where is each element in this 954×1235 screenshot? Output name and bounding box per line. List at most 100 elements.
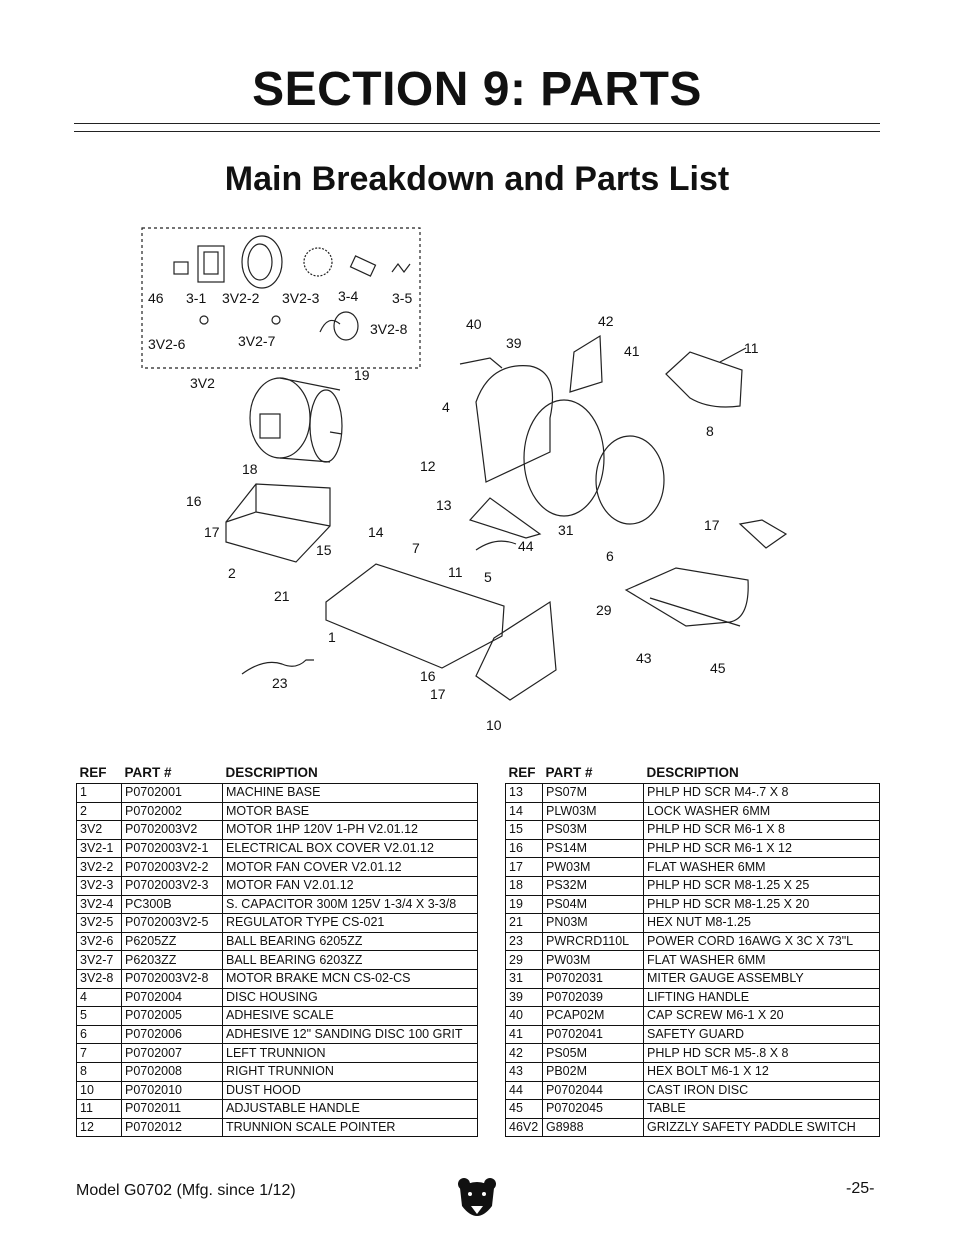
part-number-header: PART # <box>124 765 172 780</box>
description-cell: TRUNNION SCALE POINTER <box>222 1117 478 1138</box>
part-number-cell: PC300B <box>121 894 223 915</box>
callout-label: 45 <box>710 660 726 676</box>
callout-label: 40 <box>466 316 482 332</box>
description-cell: PHLP HD SCR M8-1.25 X 20 <box>643 894 880 915</box>
callout-label: 39 <box>506 335 522 351</box>
part-number-cell: P6205ZZ <box>121 931 223 952</box>
description-cell: LIFTING HANDLE <box>643 987 880 1008</box>
description-cell: PHLP HD SCR M5-.8 X 8 <box>643 1043 880 1063</box>
description-cell: RIGHT TRUNNION <box>222 1061 478 1082</box>
callout-label: 19 <box>354 367 370 383</box>
safety-guard-part <box>569 334 603 393</box>
right-trunnion-part <box>665 351 743 408</box>
regulator-part <box>391 263 411 273</box>
page-subtitle: Main Breakdown and Parts List <box>224 160 730 198</box>
ref-cell: 41 <box>505 1024 543 1045</box>
description-cell: FLAT WASHER 6MM <box>643 950 880 970</box>
part-number-cell: P0702007 <box>121 1043 223 1063</box>
callout-label: 1 <box>328 629 336 645</box>
ref-cell: 40 <box>505 1006 543 1026</box>
machine-base-part <box>325 563 505 669</box>
part-number-cell: PB02M <box>542 1061 644 1082</box>
description-cell: BALL BEARING 6203ZZ <box>222 950 478 970</box>
part-number-cell: P0702002 <box>121 801 223 822</box>
part-number-cell: PW03M <box>542 857 644 877</box>
paddle-switch-part <box>173 261 189 275</box>
callout-label: 16 <box>186 493 202 509</box>
disc-housing-part <box>475 365 554 483</box>
callout-label: 31 <box>558 522 574 538</box>
footer-model: Model G0702 (Mfg. since 1/12) <box>76 1182 296 1199</box>
part-number-cell: P0702010 <box>121 1080 223 1101</box>
part-number-header: PART # <box>545 765 593 780</box>
ref-cell: 45 <box>505 1099 543 1119</box>
callout-label: 17 <box>204 524 220 540</box>
part-number-cell: P0702044 <box>542 1080 644 1101</box>
part-number-cell: PN03M <box>542 913 644 933</box>
callout-label: 3V2-7 <box>238 333 276 349</box>
part-number-cell: P0702003V2-8 <box>121 968 223 989</box>
description-cell: MOTOR 1HP 120V 1-PH V2.01.12 <box>222 820 478 840</box>
description-cell: MOTOR BRAKE MCN CS-02-CS <box>222 968 478 989</box>
callout-label: 17 <box>430 686 446 702</box>
part-number-cell: PW03M <box>542 950 644 970</box>
callout-label: 3V2-3 <box>282 290 320 306</box>
part-number-cell: P0702006 <box>121 1024 223 1045</box>
description-cell: TABLE <box>643 1099 880 1119</box>
ref-cell: 3V2-4 <box>76 894 122 915</box>
description-cell: PHLP HD SCR M8-1.25 X 25 <box>643 875 880 896</box>
callout-label: 13 <box>436 497 452 513</box>
bearing-6203-part <box>271 315 281 325</box>
part-number-cell: PS07M <box>542 783 644 803</box>
ref-cell: 11 <box>76 1099 122 1119</box>
ref-cell: 21 <box>505 913 543 933</box>
description-cell: POWER CORD 16AWG X 3C X 73"L <box>643 931 880 952</box>
ref-cell: 43 <box>505 1061 543 1082</box>
description-cell: MOTOR FAN V2.01.12 <box>222 875 478 896</box>
callout-label: 7 <box>412 540 420 556</box>
ref-cell: 3V2-3 <box>76 875 122 896</box>
ref-cell: 3V2-2 <box>76 857 122 877</box>
part-number-cell: P0702001 <box>121 783 223 803</box>
ref-cell: 1 <box>76 783 122 803</box>
callout-label: 8 <box>706 423 714 439</box>
part-number-cell: P0702041 <box>542 1024 644 1045</box>
description-cell: ELECTRICAL BOX COVER V2.01.12 <box>222 838 478 859</box>
description-cell: HEX BOLT M6-1 X 12 <box>643 1061 880 1082</box>
part-number-cell: P0702039 <box>542 987 644 1008</box>
description-cell: S. CAPACITOR 300M 125V 1-3/4 X 3-3/8 <box>222 894 478 915</box>
ref-cell: 3V2-8 <box>76 968 122 989</box>
description-cell: GRIZZLY SAFETY PADDLE SWITCH <box>643 1117 880 1138</box>
callout-label: 43 <box>636 650 652 666</box>
ref-cell: 14 <box>505 801 543 822</box>
callout-label: 46 <box>148 290 164 306</box>
description-cell: BALL BEARING 6205ZZ <box>222 931 478 952</box>
callout-label: 15 <box>316 542 332 558</box>
part-number-cell: P0702031 <box>542 968 644 989</box>
part-number-cell: PS04M <box>542 894 644 915</box>
motor-brake-part <box>333 311 359 341</box>
ref-cell: 19 <box>505 894 543 915</box>
description-cell: FLAT WASHER 6MM <box>643 857 880 877</box>
ref-cell: 4 <box>76 987 122 1008</box>
ref-cell: 18 <box>505 875 543 896</box>
description-header: DESCRIPTION <box>646 765 739 780</box>
